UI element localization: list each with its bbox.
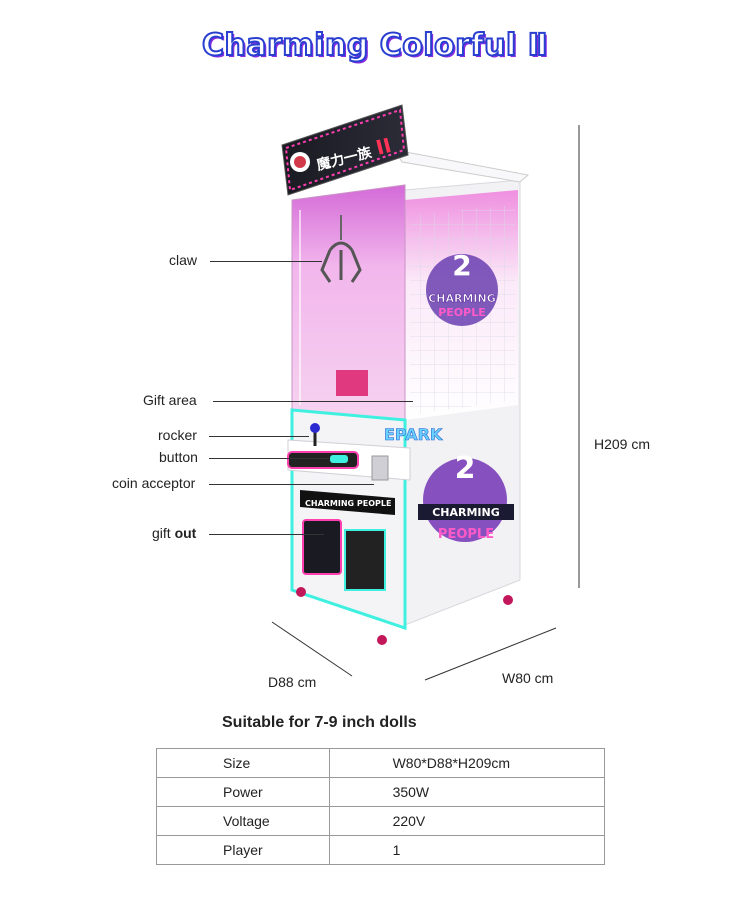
width-dimension: W80 cm — [502, 670, 554, 686]
claw-icon — [320, 215, 362, 283]
svg-text:CHARMING: CHARMING — [428, 292, 496, 305]
gift-area-label: Gift area — [143, 392, 197, 408]
claw-label: claw — [169, 252, 198, 268]
table-row: Player 1 — [156, 835, 606, 865]
button-label: button — [159, 449, 198, 465]
spec-table: Size W80*D88*H209cm Power 350W Voltage 2… — [156, 748, 606, 865]
doll-size-subtitle: Suitable for 7-9 inch dolls — [222, 714, 417, 731]
svg-text:CHARMING PEOPLE: CHARMING PEOPLE — [305, 499, 391, 508]
svg-text:2: 2 — [455, 451, 476, 486]
table-row: Size W80*D88*H209cm — [156, 748, 606, 778]
side-lower-logo: 2 CHARMING PEOPLE — [418, 451, 514, 542]
gift-out-label-bold: out — [174, 525, 197, 541]
spec-value: 220V — [328, 806, 606, 836]
gift-out-leader-line — [209, 534, 324, 535]
gift-out-label-prefix: gift — [152, 525, 175, 541]
button-leader-line — [209, 458, 329, 459]
spec-name: Power — [156, 777, 330, 807]
gift-out-label: gift out — [152, 525, 196, 541]
depth-dimension: D88 cm — [268, 674, 317, 690]
side-logo: 2 CHARMING PEOPLE — [426, 249, 498, 326]
svg-text:PEOPLE: PEOPLE — [438, 306, 486, 319]
spec-name: Voltage — [156, 806, 330, 836]
coin-acceptor-label: coin acceptor — [112, 475, 196, 491]
table-row: Power 350W — [156, 777, 606, 807]
height-dimension: H209 cm — [594, 436, 651, 452]
page-title: Charming Colorful Ⅱ — [201, 27, 548, 64]
svg-text:2: 2 — [452, 249, 471, 282]
rocker-leader-line — [209, 436, 309, 437]
svg-text:EPARK: EPARK — [384, 425, 443, 444]
gift-area-leader-line — [213, 401, 413, 402]
spec-value: 350W — [328, 777, 606, 807]
svg-text:PEOPLE: PEOPLE — [438, 527, 494, 542]
svg-text:II: II — [373, 133, 393, 160]
spec-name: Player — [156, 835, 330, 865]
svg-text:CHARMING: CHARMING — [432, 506, 500, 519]
table-row: Voltage 220V — [156, 806, 606, 836]
spec-value: W80*D88*H209cm — [328, 748, 606, 778]
spec-name: Size — [156, 748, 330, 778]
coin-acceptor-leader-line — [209, 484, 374, 485]
claw-leader-line — [210, 261, 322, 262]
spec-value: 1 — [328, 835, 606, 865]
rocker-label: rocker — [158, 427, 197, 443]
